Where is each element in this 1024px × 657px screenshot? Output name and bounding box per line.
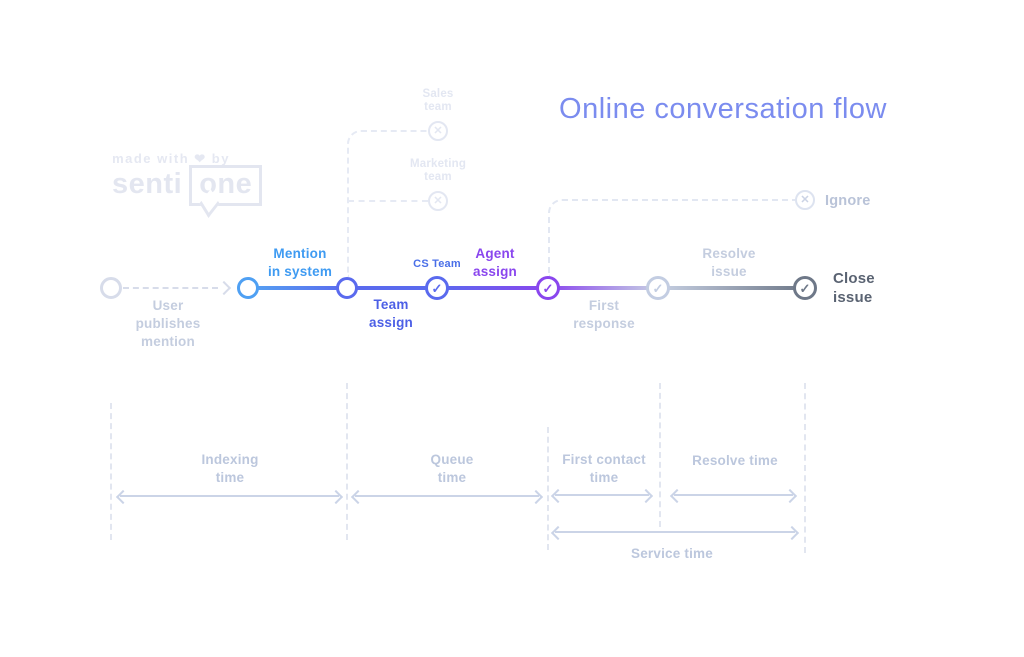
label-user-publishes-mention: User publishes mention xyxy=(135,298,201,349)
check-icon: ✓ xyxy=(542,280,554,296)
label-first-contact-time: First contact time xyxy=(562,452,646,485)
divider-first-response xyxy=(659,383,661,527)
label-resolve-time: Resolve time xyxy=(692,453,778,468)
marketing-team-reject-node: ✕ xyxy=(428,191,448,211)
service-time-arrow xyxy=(552,526,798,538)
first-response-node: ✓ xyxy=(646,276,670,300)
close-issue-node: ✓ xyxy=(793,276,817,300)
x-icon: ✕ xyxy=(800,193,810,206)
label-indexing-time: Indexing time xyxy=(201,452,259,485)
logo-tagline: made with ❤ by xyxy=(112,151,230,166)
label-mention-in-system: Mention in system xyxy=(267,246,333,279)
team-assign-node xyxy=(336,277,358,299)
label-first-response: First response xyxy=(573,298,635,331)
label-cs-team: CS Team xyxy=(413,258,461,270)
divider-team-assign xyxy=(346,383,348,540)
label-service-time: Service time xyxy=(631,546,713,561)
label-resolve-issue: Resolve issue xyxy=(702,246,756,279)
logo-speech-bubble: one xyxy=(189,165,263,206)
cs-team-node: ✓ xyxy=(425,276,449,300)
sales-branch-connector xyxy=(347,130,428,277)
arrow-line xyxy=(555,494,649,496)
segment-agent-to-firstresponse xyxy=(548,286,658,290)
check-icon: ✓ xyxy=(431,280,443,296)
marketing-branch-connector xyxy=(348,200,428,202)
segment-csteam-to-agent xyxy=(437,286,548,290)
ignore-node: ✕ xyxy=(795,190,815,210)
label-close-issue: Close issue xyxy=(833,270,875,306)
start-arrowhead-icon xyxy=(216,280,232,296)
first-contact-time-arrow xyxy=(552,489,652,501)
arrow-line xyxy=(555,531,795,533)
start-node xyxy=(100,277,122,299)
label-sales-team: Sales team xyxy=(422,88,454,113)
segment-mention-to-team xyxy=(248,286,347,290)
label-marketing-team: Marketing team xyxy=(409,158,467,183)
label-queue-time: Queue time xyxy=(430,452,474,485)
label-ignore: Ignore xyxy=(825,193,871,209)
sales-team-reject-node: ✕ xyxy=(428,121,448,141)
check-icon: ✓ xyxy=(799,280,811,296)
start-dashed-line xyxy=(123,287,218,289)
x-icon: ✕ xyxy=(433,124,443,137)
queue-time-arrow xyxy=(352,490,542,502)
agent-assign-node: ✓ xyxy=(536,276,560,300)
arrow-line xyxy=(120,495,339,497)
arrow-line xyxy=(674,494,793,496)
ignore-branch-connector xyxy=(548,199,795,277)
label-agent-assign: Agent assign xyxy=(473,246,517,279)
indexing-time-arrow xyxy=(117,490,342,502)
logo-brand-senti: senti xyxy=(112,168,183,200)
divider-start xyxy=(110,403,112,540)
segment-firstresponse-to-close xyxy=(658,286,805,290)
x-icon: ✕ xyxy=(433,194,443,207)
label-team-assign: Team assign xyxy=(369,297,413,330)
resolve-time-arrow xyxy=(671,489,796,501)
check-icon: ✓ xyxy=(652,280,664,296)
divider-close-issue xyxy=(804,383,806,553)
page-title: Online conversation flow xyxy=(559,93,887,125)
segment-team-to-csteam xyxy=(347,286,437,290)
mention-in-system-node xyxy=(237,277,259,299)
divider-agent-assign xyxy=(547,427,549,550)
arrow-line xyxy=(355,495,539,497)
